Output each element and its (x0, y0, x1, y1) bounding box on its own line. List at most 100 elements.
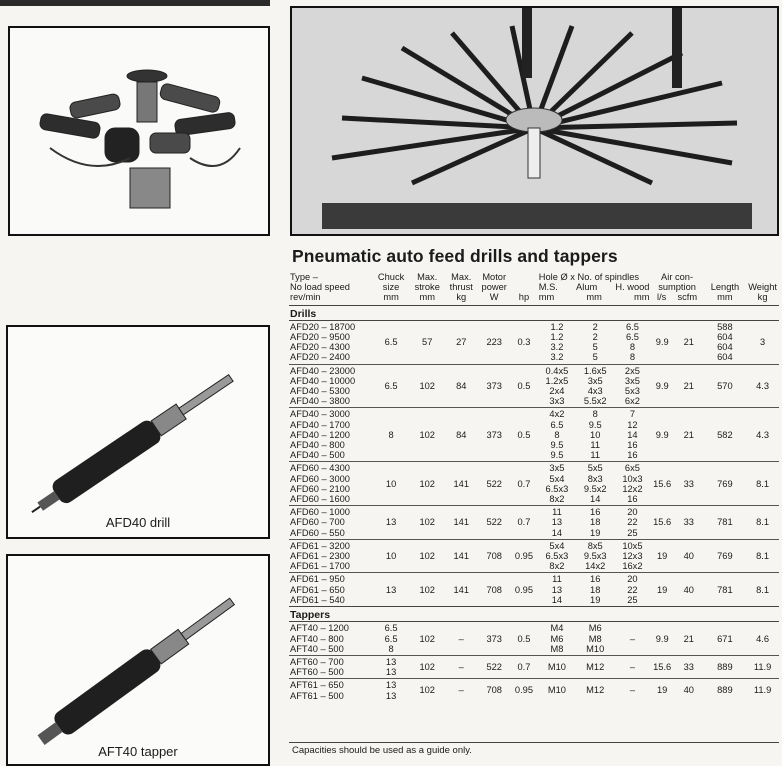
cell-power-w: 373 (478, 363, 511, 408)
cell-power-hp: 0.3 (510, 319, 538, 365)
cell-weight: 11.9 (746, 678, 779, 702)
cell-chuck: 13 (371, 572, 411, 607)
cell-thrust: 141 (444, 461, 479, 506)
cell-power-w: 223 (478, 319, 511, 365)
cell-hole-hwood: – (614, 678, 651, 702)
cell-thrust: 84 (444, 407, 479, 462)
cell-length: 582 (703, 407, 747, 462)
cell-air-ls: 9.9 (650, 407, 674, 462)
cell-air-ls: 9.9 (650, 319, 674, 365)
cell-hole-alum: M12 (576, 654, 615, 679)
cell-length: 781 (703, 572, 747, 607)
cell-thrust: 84 (444, 363, 479, 408)
afd40-caption: AFD40 drill (105, 515, 171, 530)
cell-stroke: 102 (410, 505, 445, 540)
cell-air-scfm: 33 (673, 654, 704, 679)
note-divider (289, 742, 779, 743)
cell-length: 671 (703, 621, 747, 656)
cell-power-w: 708 (478, 678, 511, 702)
cell-air-ls: 9.9 (650, 363, 674, 408)
cell-stroke: 102 (410, 363, 445, 408)
cell-power-w: 522 (478, 461, 511, 506)
cell-thrust: 27 (444, 319, 479, 365)
cell-power-hp: 0.7 (510, 505, 538, 540)
cell-chuck: 6.5 (371, 363, 411, 408)
aft40-caption: AFT40 tapper (98, 744, 178, 759)
cell-weight: 8.1 (746, 505, 779, 540)
cell-air-scfm: 40 (673, 678, 704, 702)
cell-power-w: 373 (478, 407, 511, 462)
cell-length: 769 (703, 461, 747, 506)
cell-power-w: 373 (478, 621, 511, 656)
cell-chuck: 13 (371, 505, 411, 540)
cell-power-hp: 0.95 (510, 572, 538, 607)
cell-power-hp: 0.5 (510, 621, 538, 656)
cell-air-ls: 15.6 (650, 654, 674, 679)
cell-length: 889 (703, 654, 747, 679)
cell-air-scfm: 33 (673, 461, 704, 506)
cell-length: 889 (703, 678, 747, 702)
page-title: Pneumatic auto feed drills and tappers (292, 246, 618, 266)
cell-power-hp: 0.7 (510, 461, 538, 506)
cell-weight: 4.6 (746, 621, 779, 656)
cell-power-hp: 0.5 (510, 407, 538, 462)
cell-stroke: 102 (410, 461, 445, 506)
cell-air-ls: 19 (650, 678, 674, 702)
section-label: Tappers (289, 606, 779, 623)
cell-thrust: 141 (444, 505, 479, 540)
capacity-note: Capacities should be used as a guide onl… (292, 745, 472, 756)
cell-thrust: 141 (444, 572, 479, 607)
section-row: Tappers (289, 606, 779, 623)
cell-stroke: 57 (410, 319, 445, 365)
cell-stroke: 102 (410, 621, 445, 656)
cell-power-hp: 0.5 (510, 363, 538, 408)
cell-air-scfm: 21 (673, 363, 704, 408)
cell-thrust: – (444, 654, 479, 679)
section-label: Drills (289, 304, 779, 321)
cell-thrust: 141 (444, 538, 479, 573)
cell-weight: 11.9 (746, 654, 779, 679)
cell-power-w: 708 (478, 572, 511, 607)
cell-weight: 8.1 (746, 572, 779, 607)
cell-power-hp: 0.95 (510, 538, 538, 573)
cell-air-ls: 19 (650, 572, 674, 607)
top-photo-edge (0, 0, 270, 6)
cell-chuck: 6.5 (371, 319, 411, 365)
